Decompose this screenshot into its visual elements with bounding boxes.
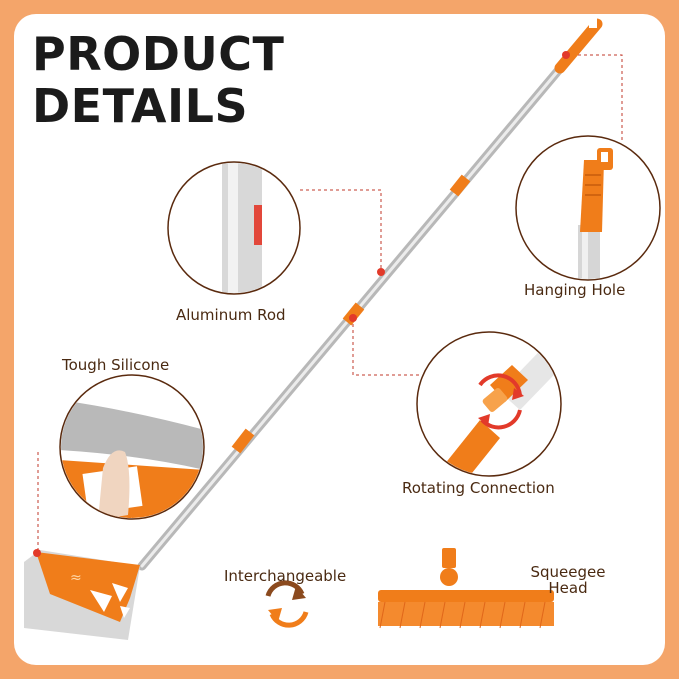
svg-text:≈: ≈: [70, 570, 82, 586]
label-squeegee-head-line2: Head: [548, 579, 588, 597]
label-interchangeable: Interchangeable: [224, 567, 347, 585]
squeegee-head: ≈: [24, 549, 140, 640]
marker-dot: [377, 268, 385, 276]
aluminum-rod-zoom: [167, 161, 301, 295]
label-aluminum-rod: Aluminum Rod: [176, 306, 286, 324]
callout-line-rotating: [352, 318, 420, 376]
marker-dot: [562, 51, 570, 59]
page-title: PRODUCT DETAILS: [32, 28, 284, 132]
label-squeegee-head-line1: Squeegee: [530, 563, 606, 581]
label-squeegee-head: Squeegee Head: [526, 563, 610, 597]
title-line-1: PRODUCT: [32, 27, 285, 81]
content-frame: [14, 14, 665, 665]
callout-lines: [37, 54, 623, 555]
svg-text:~: ~: [120, 509, 133, 528]
callout-line-aluminum: [300, 189, 382, 272]
broom-handle: [137, 18, 603, 571]
swap-arrows-icon: [265, 580, 309, 628]
title-line-2: DETAILS: [32, 79, 249, 133]
label-hanging-hole: Hanging Hole: [524, 281, 626, 299]
label-tough-silicone: Tough Silicone: [62, 356, 170, 374]
marker-dot: [349, 314, 357, 322]
brush-head: [378, 548, 554, 629]
rotating-connection-zoom: [416, 331, 562, 477]
tough-silicone-zoom: ~: [59, 374, 205, 528]
label-rotating-connection: Rotating Connection: [402, 479, 555, 497]
callout-line-hanging: [566, 54, 623, 140]
hanging-hole-zoom: [515, 135, 661, 281]
